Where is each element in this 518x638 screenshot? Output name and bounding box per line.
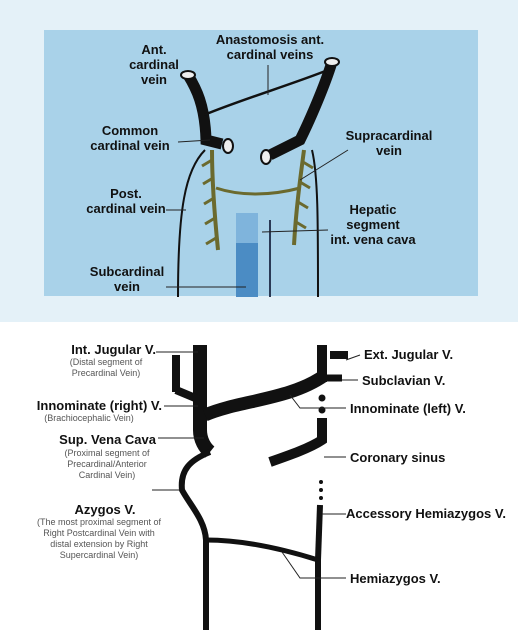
subcardinal-label: Subcardinal vein <box>89 264 165 294</box>
int-jugular-right <box>193 345 215 458</box>
embryonic-veins-panel <box>0 0 518 322</box>
ext-jugular-label: Ext. Jugular V. <box>364 347 454 362</box>
subcardinal-anastomosis <box>215 186 301 196</box>
ant-cardinal-left-end <box>180 70 196 80</box>
accessory-hemiazygos-vessel <box>315 504 323 561</box>
azygos-label: Azygos V. <box>74 502 136 517</box>
hemiazygos-label: Hemiazygos V. <box>350 571 441 586</box>
ant-cardinal-right <box>267 60 338 160</box>
post-cardinal-label: Post. cardinal vein <box>86 186 166 216</box>
int-jugular-sublabel: (Distal segment of Precardinal Vein) <box>69 357 143 378</box>
embryonic-diagram-area <box>44 30 478 296</box>
innominate-left-vessel <box>202 369 329 422</box>
coronary-sinus-label: Coronary sinus <box>350 450 446 465</box>
azygos-sublabel: (The most proximal segment of Right Post… <box>36 517 162 560</box>
anastomosis-line <box>203 68 329 117</box>
post-cardinal-left-outline <box>177 149 206 298</box>
azygos-vessel <box>178 449 212 630</box>
coronary-sinus-vessel <box>268 418 327 467</box>
hepatic-segment-label: Hepatic segment int. vena cava <box>330 202 416 247</box>
embryonic-vein-drawing <box>166 57 349 298</box>
ant-cardinal-label: Ant. cardinal vein <box>129 42 179 87</box>
innominate-right-vessel <box>174 386 202 404</box>
top-leader-lines <box>166 65 349 288</box>
innominate-right-label: Innominate (right) V. <box>36 398 162 413</box>
supracardinal-left <box>210 149 220 251</box>
post-cardinal-right-outline <box>311 149 319 298</box>
innominate-left-label: Innominate (left) V. <box>350 401 466 416</box>
anastomosis-label: Anastomosis ant. cardinal veins <box>215 32 325 62</box>
subclavian-label: Subclavian V. <box>362 373 446 388</box>
int-jugular-label: Int. Jugular V. <box>71 342 156 357</box>
hemiazygos-crossing <box>205 537 319 563</box>
segmental-branches <box>201 158 314 246</box>
common-cardinal-left-end <box>222 138 234 154</box>
ant-cardinal-right-end <box>324 57 340 67</box>
hepatic-segment-shape <box>236 213 258 243</box>
supracardinal-label: Supracardinal vein <box>345 128 433 158</box>
innominate-right-sublabel: (Brachiocephalic Vein) <box>44 413 134 423</box>
svc-sublabel: (Proximal segment of Precardinal/Anterio… <box>64 448 150 480</box>
svc-label: Sup. Vena Cava <box>59 432 156 447</box>
adult-vein-drawing <box>152 345 361 630</box>
accessory-hemiazygos-label: Accessory Hemiazygos V. <box>346 506 506 521</box>
common-cardinal-label: Common cardinal vein <box>90 123 170 153</box>
bottom-leader-lines <box>152 351 361 579</box>
supracardinal-right <box>292 149 306 246</box>
common-cardinal-right-end <box>260 149 272 165</box>
